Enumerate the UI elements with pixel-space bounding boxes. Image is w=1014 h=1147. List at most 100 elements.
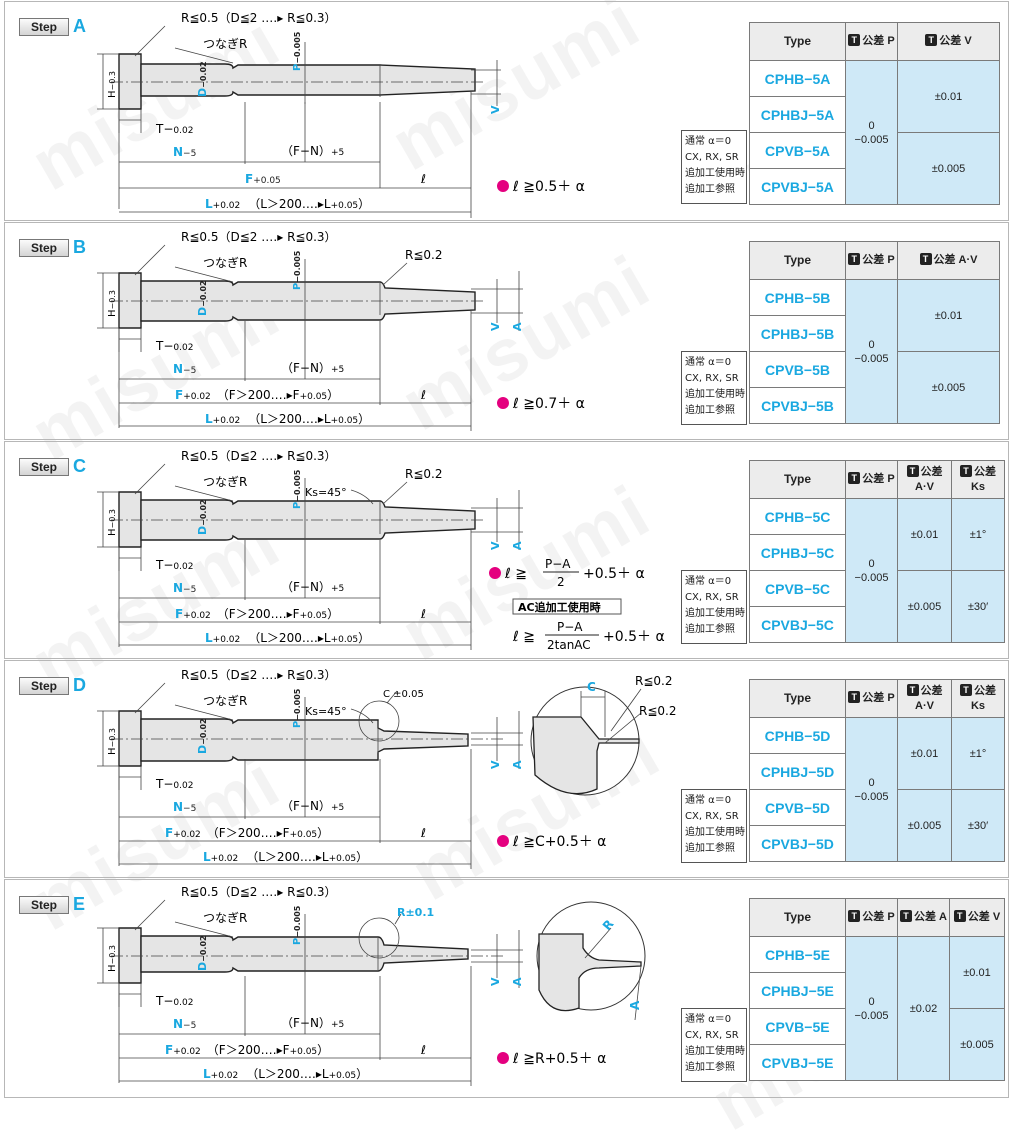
- dim-ell: ℓ: [420, 607, 426, 621]
- dim-r-tip: R≦0.2: [405, 248, 442, 262]
- dim-f: F+0.02（F＞200‥‥▸F+0.05）: [175, 388, 339, 402]
- tol-v-value: ±0.01: [949, 936, 1005, 1009]
- dim-tsunagi: つなぎR: [203, 911, 247, 925]
- header-type: Type: [749, 22, 846, 61]
- dim-n: N−5: [173, 1017, 196, 1031]
- tol-p-value: 0 −0.005: [845, 717, 898, 862]
- step-button[interactable]: Step: [19, 18, 69, 36]
- formula2-tail: +0.5＋ α: [603, 629, 665, 645]
- type-link[interactable]: CPVBJ−5C: [749, 606, 846, 643]
- type-link[interactable]: CPHB−5D: [749, 717, 846, 754]
- tol-av-value: ±0.005: [897, 351, 1000, 424]
- dim-v: V: [489, 105, 502, 114]
- type-link[interactable]: CPVB−5E: [749, 1008, 846, 1045]
- formula-num: P−A: [545, 557, 571, 571]
- type-link[interactable]: CPHBJ−5C: [749, 534, 846, 571]
- t-badge-icon: T: [848, 253, 861, 265]
- formula: ℓ ≧0.5＋ α: [512, 179, 585, 195]
- tol-av-value: ±0.01: [897, 498, 952, 571]
- t-badge-icon: T: [900, 910, 912, 922]
- tip-icon: [497, 397, 509, 409]
- note-alpha: 通常 α＝0 CX, RX, SR 追加工使用時 追加工参照: [681, 130, 747, 204]
- t-badge-icon: T: [848, 691, 861, 703]
- formula-den: 2: [557, 575, 565, 589]
- type-link[interactable]: CPVB−5A: [749, 132, 846, 169]
- tol-ks-value: ±1°: [951, 498, 1005, 571]
- dim-n: N−5: [173, 800, 196, 814]
- dim-d: D−0.02: [196, 935, 209, 971]
- dim-t: T−0.02: [155, 777, 193, 791]
- dim-p: P−0.005: [292, 688, 303, 728]
- step-letter: D: [73, 675, 86, 695]
- type-link[interactable]: CPVB−5C: [749, 570, 846, 607]
- t-badge-icon: T: [906, 683, 919, 696]
- formula: ℓ ≧R+0.5＋ α: [512, 1051, 606, 1067]
- step-button[interactable]: Step: [19, 239, 69, 257]
- tol-av-value: ±0.005: [897, 570, 952, 643]
- dim-d: D−0.02: [196, 61, 209, 97]
- dim-h: H−0.3: [107, 71, 118, 98]
- dim-a: A: [511, 541, 524, 550]
- type-link[interactable]: CPHB−5C: [749, 498, 846, 535]
- dim-fn: （F−N）+5: [281, 144, 344, 158]
- detail-a: A: [628, 1000, 642, 1010]
- pin-drawing-e: R≦0.5（D≦2 ‥‥▸ R≦0.3） つなぎR R±0.1 P−0.005 …: [97, 885, 646, 1086]
- type-link[interactable]: CPVBJ−5B: [749, 387, 846, 424]
- step-button[interactable]: Step: [19, 458, 69, 476]
- tol-av-value: ±0.01: [897, 279, 1000, 352]
- dim-f: F+0.05: [245, 172, 281, 186]
- note-alpha: 通常 α＝0 CX, RX, SR 追加工使用時 追加工参照: [681, 570, 747, 644]
- type-link[interactable]: CPHBJ−5D: [749, 753, 846, 790]
- dim-a: A: [511, 322, 524, 331]
- dim-t: T−0.02: [155, 558, 193, 572]
- dim-h: H−0.3: [107, 509, 118, 536]
- tol-ks-value: ±30′: [951, 570, 1005, 643]
- type-link[interactable]: CPVBJ−5E: [749, 1044, 846, 1081]
- dim-ell: ℓ: [420, 1043, 426, 1057]
- formula-lhs: ℓ ≧: [504, 566, 527, 582]
- dim-t: T−0.02: [155, 339, 193, 353]
- step-button[interactable]: Step: [19, 677, 69, 695]
- type-link[interactable]: CPVB−5D: [749, 789, 846, 826]
- dim-p: P−0.005: [292, 250, 303, 290]
- header-type: Type: [749, 241, 846, 280]
- type-link[interactable]: CPVBJ−5A: [749, 168, 846, 205]
- dim-v: V: [489, 977, 502, 986]
- dim-t: T−0.02: [155, 122, 193, 136]
- tol-a-value: ±0.02: [897, 936, 950, 1081]
- dim-d: D−0.02: [196, 280, 209, 316]
- dim-n: N−5: [173, 145, 196, 159]
- tol-v-value: ±0.005: [949, 1008, 1005, 1081]
- dim-l: L+0.02（L＞200‥‥▸L+0.05）: [205, 631, 370, 645]
- detail-r2: R≦0.2: [639, 704, 676, 718]
- tol-ks-value: ±1°: [951, 717, 1005, 790]
- dim-r-head: R≦0.5（D≦2 ‥‥▸ R≦0.3）: [181, 885, 337, 899]
- dim-r-tol: R±0.1: [397, 906, 434, 919]
- type-link[interactable]: CPHB−5A: [749, 60, 846, 97]
- tol-av-value: ±0.005: [897, 789, 952, 862]
- t-badge-icon: T: [919, 253, 932, 265]
- header-type: Type: [749, 460, 846, 499]
- type-link[interactable]: CPHB−5B: [749, 279, 846, 316]
- dim-n: N−5: [173, 362, 196, 376]
- dim-p: P−0.005: [292, 31, 303, 71]
- type-link[interactable]: CPHBJ−5B: [749, 315, 846, 352]
- type-link[interactable]: CPHBJ−5E: [749, 972, 846, 1009]
- step-button[interactable]: Step: [19, 896, 69, 914]
- type-link[interactable]: CPVB−5B: [749, 351, 846, 388]
- dim-l: L+0.02（L＞200‥‥▸L+0.05）: [203, 1067, 368, 1081]
- dim-l: L+0.02（L＞200‥‥▸L+0.05）: [203, 850, 368, 864]
- type-link[interactable]: CPHB−5E: [749, 936, 846, 973]
- type-link[interactable]: CPVBJ−5D: [749, 825, 846, 862]
- tol-p-value: 0 −0.005: [845, 936, 898, 1081]
- type-link[interactable]: CPHBJ−5A: [749, 96, 846, 133]
- dim-ks: Ks=45°: [305, 705, 347, 718]
